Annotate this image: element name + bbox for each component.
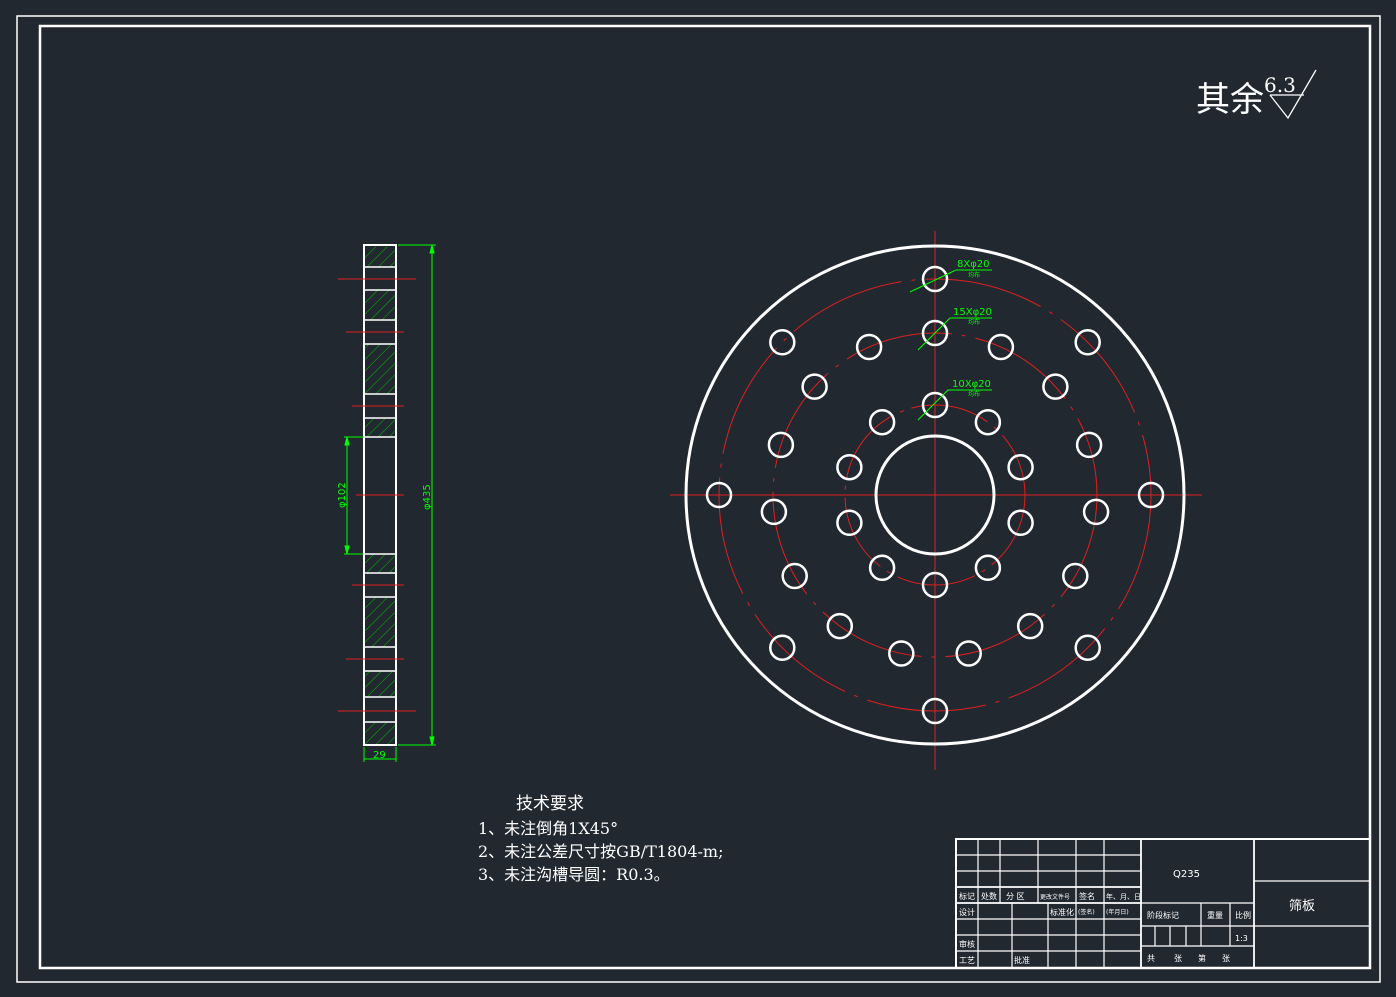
total-label: 共 (1147, 954, 1155, 963)
hole-middle (801, 373, 828, 400)
hole-middle (760, 498, 788, 526)
hole-inner (921, 571, 949, 599)
hole-middle (1062, 562, 1089, 590)
hdr-date: 年、月、日 (1106, 892, 1141, 901)
hole-outer (769, 329, 796, 356)
hole-middle (1016, 612, 1044, 640)
hole-inner (836, 509, 863, 537)
tech-req-title: 技术要求 (516, 794, 584, 814)
inner-frame (38, 24, 1372, 970)
side-centerlines (338, 278, 416, 712)
hole-outer (705, 481, 733, 509)
hole-middle (888, 640, 915, 667)
center-bore (874, 434, 996, 556)
roughness-value: 6.3 (1264, 73, 1296, 97)
hdr-docno: 更改文件号 (1040, 893, 1070, 901)
side-dimensions (344, 244, 436, 762)
scale-label: 比例 (1235, 910, 1251, 920)
hole-middle (767, 431, 795, 459)
hole-middle (1042, 373, 1069, 400)
callout-outer-holes: 8Xφ20 (957, 259, 990, 270)
tech-req-item-1: 1、未注倒角1X45° (478, 819, 618, 838)
row-sign2: (签名) (1078, 908, 1095, 916)
hole-outer (1074, 634, 1101, 661)
outer-frame (16, 15, 1381, 983)
hole-inner (836, 453, 863, 481)
callout-leaders (909, 269, 992, 421)
hole-inner (868, 408, 896, 436)
hole-inner (974, 408, 1002, 436)
hole-middle (855, 333, 883, 361)
callout-middle-holes-note: 均布 (968, 318, 980, 326)
callout-outer-holes-note: 均布 (968, 271, 980, 279)
weight-label: 重量 (1207, 910, 1223, 920)
sheets-label-2: 张 (1222, 954, 1230, 963)
hole-inner (921, 391, 949, 419)
roughness-label: 其余 (1196, 80, 1264, 120)
title-block: Q235 筛板 标记 处数 分 区 更改文件号 签名 年、月、日 设计 标准化 … (955, 838, 1371, 969)
dim-thickness: 29 (373, 750, 386, 761)
dim-outer-diameter: φ435 (422, 484, 433, 510)
hole-inner (868, 554, 896, 582)
hole-inner (974, 554, 1002, 582)
technical-requirements: 技术要求 1、未注倒角1X45° 2、未注公差尺寸按GB/T1804-m; 3、… (478, 794, 723, 884)
hdr-sign: 签名 (1079, 891, 1095, 901)
row-design: 设计 (959, 907, 975, 917)
row-process: 工艺 (959, 956, 975, 965)
hole-middle (1075, 431, 1103, 459)
material-label: Q235 (1173, 869, 1200, 880)
plate-outer-edge (684, 244, 1186, 746)
callout-inner-holes-note: 均布 (968, 390, 980, 398)
hole-inner (1007, 453, 1034, 481)
hole-middle (781, 562, 808, 590)
page-label: 第 (1198, 953, 1206, 963)
side-view: φ435 φ102 29 (337, 244, 436, 762)
hole-pattern (705, 265, 1165, 725)
hole-inner (1007, 509, 1034, 537)
hole-middle (955, 640, 982, 667)
roughness-check-icon (1269, 69, 1317, 120)
tech-req-item-2: 2、未注公差尺寸按GB/T1804-m; (478, 842, 723, 861)
hdr-zone: 分 区 (1006, 892, 1025, 901)
part-name: 筛板 (1289, 899, 1315, 914)
hdr-count: 处数 (981, 891, 997, 901)
callout-inner-holes: 10Xφ20 (952, 379, 991, 390)
front-view: 8Xφ20 均布 15Xφ20 均布 10Xφ20 均布 (670, 231, 1202, 770)
hole-outer (921, 265, 949, 293)
hdr-mark: 标记 (959, 891, 975, 901)
row-review: 审核 (959, 939, 975, 949)
hole-outer (1137, 481, 1165, 509)
hole-middle (921, 319, 949, 347)
hole-outer (921, 697, 949, 725)
hole-outer (1074, 329, 1101, 356)
row-approve: 批准 (1014, 955, 1030, 965)
row-date2: (年月日) (1106, 908, 1129, 916)
roughness-symbol: 其余 6.3 (1196, 69, 1317, 120)
hole-middle (826, 612, 854, 640)
tech-req-item-3: 3、未注沟槽导圆：R0.3。 (478, 865, 670, 884)
callout-middle-holes: 15Xφ20 (953, 307, 992, 318)
hole-middle (987, 333, 1015, 361)
front-centerlines (670, 231, 1202, 770)
stage-mark: 阶段标记 (1147, 910, 1179, 920)
row-std: 标准化 (1050, 907, 1074, 917)
hole-boundaries (364, 266, 396, 723)
hole-middle (1082, 498, 1110, 526)
dim-inner-diameter: φ102 (337, 482, 348, 508)
hole-outer (769, 634, 796, 661)
scale-value: 1:3 (1235, 934, 1248, 943)
sheets-label-1: 张 (1174, 954, 1182, 963)
section-hatching (364, 247, 396, 744)
